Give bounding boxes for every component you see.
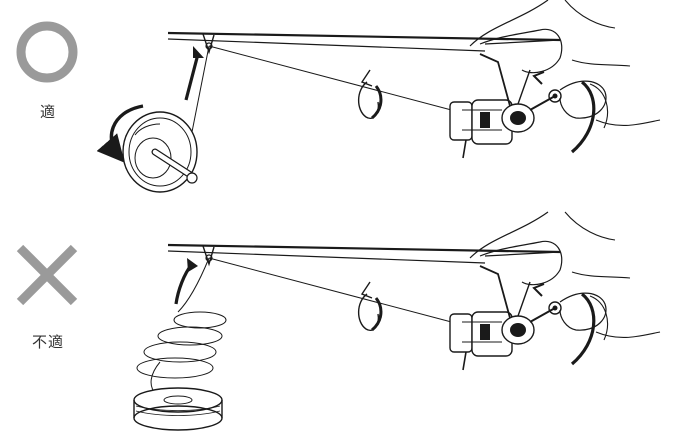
- panel-incorrect: [20, 212, 660, 430]
- spinning-reel-icon: [450, 266, 561, 370]
- fishing-line: [209, 258, 459, 324]
- line-spool-icon: [134, 388, 222, 430]
- circle-correct-icon: [21, 26, 73, 78]
- rotation-arrow-icon: [359, 282, 381, 330]
- rotation-arrow-icon: [359, 70, 381, 118]
- spinning-reel-icon: [450, 54, 561, 158]
- panel-correct: [21, 0, 660, 192]
- fishing-rod: [168, 245, 560, 263]
- fishing-rod: [168, 33, 560, 51]
- upward-arrow-icon: [176, 258, 198, 304]
- fishing-line-to-spool: [191, 46, 209, 137]
- upward-arrow-icon: [186, 46, 204, 100]
- label-incorrect: 不適: [14, 331, 82, 352]
- line-guide: [203, 246, 214, 264]
- line-coils: [137, 258, 226, 394]
- fishing-line: [209, 46, 459, 112]
- line-spool-icon: [111, 106, 197, 192]
- label-correct: 適: [20, 101, 76, 122]
- cross-incorrect-icon: [20, 248, 74, 302]
